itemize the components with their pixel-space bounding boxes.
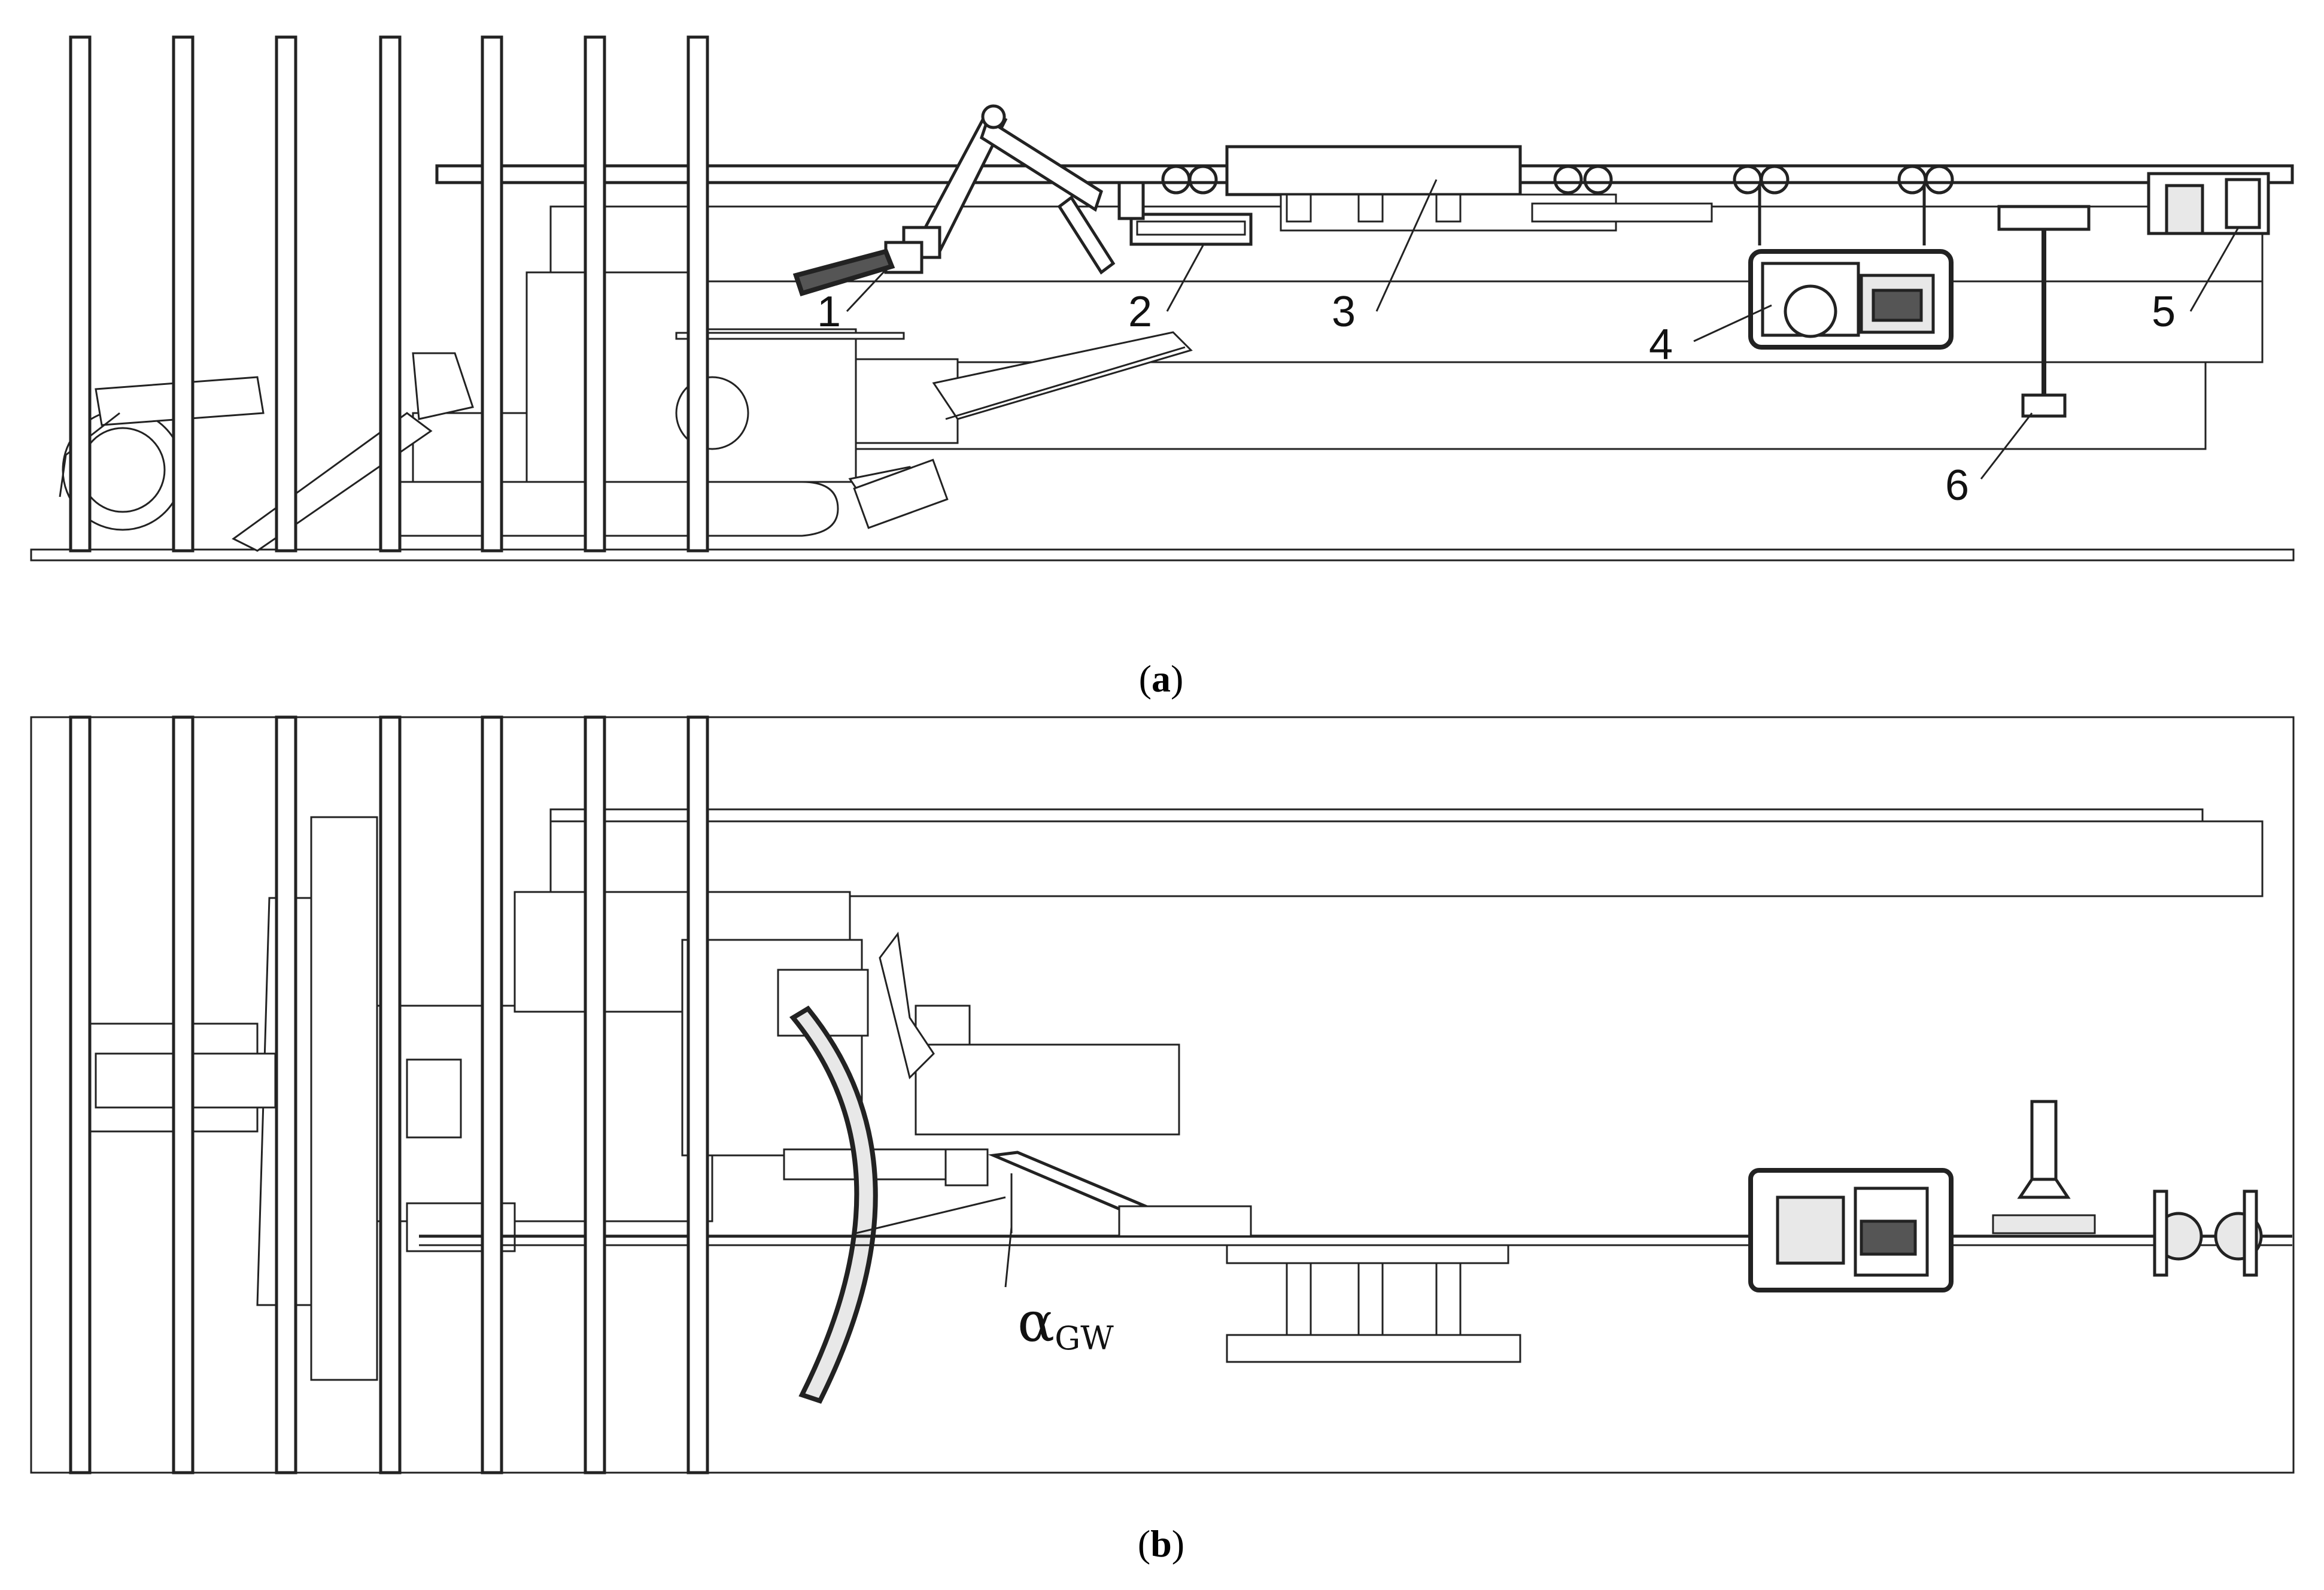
callout-6: 6: [1945, 462, 1969, 509]
ground-plate: [30, 548, 2295, 562]
callout-4: 4: [1649, 321, 1673, 369]
angle-label: αGW: [1017, 1290, 1114, 1357]
monorail-carriage-2: [1117, 165, 1253, 246]
panel-a-side-view: 1 2 3 4 5 6 (a): [30, 35, 2295, 700]
callout-5: 5: [2152, 288, 2176, 336]
drilling-robot-arm: [792, 104, 1116, 296]
hanging-prop-6: [2021, 229, 2067, 418]
angle-leader: [1004, 1227, 1013, 1288]
callout-2: 2: [1128, 288, 1152, 336]
hanging-prop-6-plan: [1992, 1100, 2096, 1234]
callout-labels-a: 1 2 3 4 5 6: [817, 288, 2176, 509]
conveyor-beam-upper: [549, 808, 2204, 823]
drive-unit-5: [1997, 172, 2270, 235]
drive-unit-5-plan: [2153, 1190, 2263, 1277]
caption-panel-b: (b): [1138, 1522, 1184, 1565]
callout-3: 3: [1332, 288, 1356, 336]
steel-arch-supports-b: [69, 715, 709, 1474]
callout-1: 1: [817, 288, 841, 336]
roadway-frame-mid: [681, 280, 2264, 363]
power-unit-4: [1733, 165, 1954, 350]
hoist-unit-3-plan: [1118, 1205, 1521, 1363]
roadheader-plan: [77, 816, 1180, 1381]
steel-arch-supports-a: [69, 35, 709, 553]
callout-leaders-a: [846, 179, 2240, 480]
roadheader-machine: [59, 271, 1193, 552]
hoist-unit-3: [1225, 145, 1713, 232]
curved-guide: [789, 1005, 878, 1404]
panel-b-plan-view: αGW (b): [30, 715, 2295, 1565]
power-unit-4-plan: [1748, 1168, 1954, 1292]
caption-panel-a: (a): [1139, 657, 1184, 700]
conveyor-beam-lower: [549, 820, 2264, 897]
